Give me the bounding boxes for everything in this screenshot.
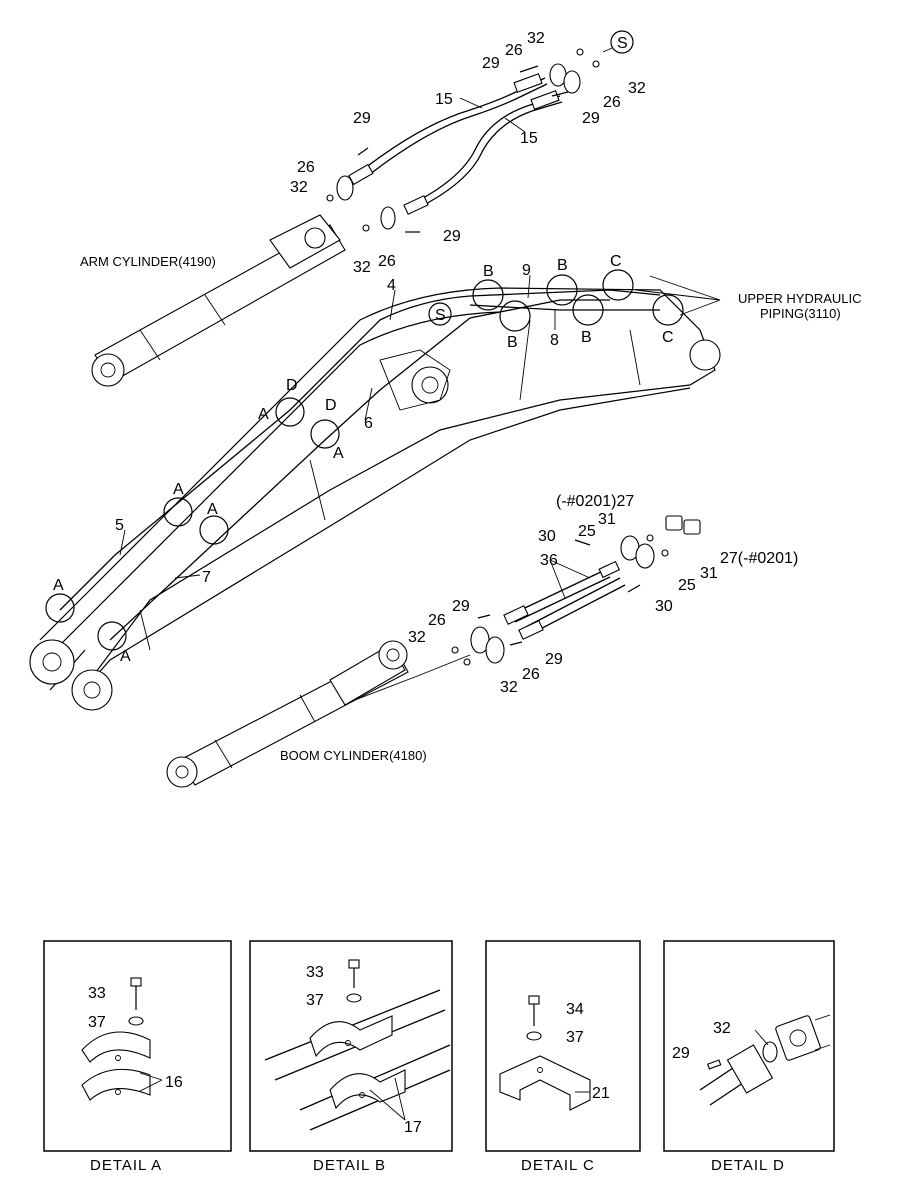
callout-32: 32 — [353, 259, 371, 276]
upper-piping-label-1: UPPER HYDRAULIC — [738, 291, 862, 306]
detail-markers — [45, 30, 684, 651]
boom-pipes — [59, 289, 661, 641]
marker-a: A — [120, 648, 131, 665]
detail-d-callout-32: 32 — [713, 1020, 731, 1037]
boom-cylinder — [166, 640, 471, 788]
callout-29: 29 — [582, 110, 600, 127]
marker-s: S — [617, 35, 628, 52]
callout-26: 26 — [505, 42, 523, 59]
detail-b-callout-33: 33 — [306, 964, 324, 981]
marker-c: C — [662, 329, 674, 346]
detail-b-callout-17: 17 — [404, 1119, 422, 1136]
callout-29: 29 — [353, 110, 371, 127]
boom-cylinder-label: BOOM CYLINDER(4180) — [280, 748, 427, 763]
marker-a: A — [173, 481, 184, 498]
callout-6: 6 — [364, 415, 373, 432]
marker-a: A — [53, 577, 64, 594]
detail-b-drawing: 33 37 17 DETAIL B — [264, 959, 451, 1174]
detail-a-drawing: 33 37 16 DETAIL A — [81, 977, 183, 1174]
detail-c-callout-37: 37 — [566, 1029, 584, 1046]
callout-26: 26 — [603, 94, 621, 111]
detail-d-callout-29: 29 — [672, 1045, 690, 1062]
marker-a: A — [333, 445, 344, 462]
detail-c-drawing: 34 37 21 DETAIL C — [499, 995, 610, 1174]
callout-36: 36 — [540, 552, 558, 569]
boom-structure — [29, 287, 721, 711]
arm-cylinder-label: ARM CYLINDER(4190) — [80, 254, 216, 269]
callout-29: 29 — [545, 651, 563, 668]
arm-cylinder — [91, 214, 346, 387]
marker-a: A — [207, 501, 218, 518]
callout-25: 25 — [678, 577, 696, 594]
callout-15: 15 — [435, 91, 453, 108]
callout-32: 32 — [527, 30, 545, 47]
detail-d-drawing: 32 29 DETAIL D — [672, 1014, 831, 1174]
callout-32: 32 — [628, 80, 646, 97]
leader-lines — [119, 47, 721, 599]
callout-31: 31 — [700, 565, 718, 582]
callout-26: 26 — [428, 612, 446, 629]
callout-27-a: (-#0201)27 — [556, 493, 634, 510]
callout-15: 15 — [520, 130, 538, 147]
callout-32: 32 — [408, 629, 426, 646]
detail-b-frame — [249, 940, 453, 1152]
callout-26: 26 — [297, 159, 315, 176]
callout-27-b: 27(-#0201) — [720, 550, 798, 567]
marker-a: A — [258, 406, 269, 423]
callout-4: 4 — [387, 277, 396, 294]
upper-piping-label-2: PIPING(3110) — [760, 306, 841, 321]
detail-a-callout-37: 37 — [88, 1014, 106, 1031]
marker-b: B — [483, 263, 494, 280]
detail-d-title: DETAIL D — [711, 1157, 785, 1174]
arm-hoses — [348, 73, 563, 215]
callout-29: 29 — [452, 598, 470, 615]
callout-8: 8 — [550, 332, 559, 349]
callout-25: 25 — [578, 523, 596, 540]
marker-s: S — [435, 307, 446, 324]
detail-a-callout-33: 33 — [88, 985, 106, 1002]
callout-26: 26 — [378, 253, 396, 270]
detail-c-callout-34: 34 — [566, 1001, 584, 1018]
callout-5: 5 — [115, 517, 124, 534]
callout-7: 7 — [202, 569, 211, 586]
detail-c-callout-21: 21 — [592, 1085, 610, 1102]
callout-30: 30 — [538, 528, 556, 545]
detail-marker-letters: A A A A A D D A B B B B C C S S — [53, 35, 674, 665]
callout-29: 29 — [443, 228, 461, 245]
callout-26: 26 — [522, 666, 540, 683]
marker-d: D — [325, 397, 337, 414]
callout-32: 32 — [500, 679, 518, 696]
callout-31: 31 — [598, 511, 616, 528]
marker-d: D — [286, 377, 298, 394]
boom-hoses — [451, 515, 701, 666]
marker-b: B — [557, 257, 568, 274]
detail-a-callout-16: 16 — [165, 1074, 183, 1091]
callout-9: 9 — [522, 262, 531, 279]
detail-a-frame — [43, 940, 232, 1152]
main-captions: ARM CYLINDER(4190) BOOM CYLINDER(4180) U… — [80, 254, 862, 763]
detail-b-title: DETAIL B — [313, 1157, 386, 1174]
callout-30: 30 — [655, 598, 673, 615]
detail-c-title: DETAIL C — [521, 1157, 595, 1174]
callout-29: 29 — [482, 55, 500, 72]
marker-c: C — [610, 253, 622, 270]
detail-b-callout-37: 37 — [306, 992, 324, 1009]
detail-a-title: DETAIL A — [90, 1157, 162, 1174]
callout-32: 32 — [290, 179, 308, 196]
marker-b: B — [507, 334, 518, 351]
detail-frames — [43, 940, 835, 1152]
detail-c-frame — [485, 940, 641, 1152]
callout-numbers: 32 26 29 32 26 29 15 15 29 26 32 29 32 2… — [115, 30, 798, 696]
marker-b: B — [581, 329, 592, 346]
top-flanges — [326, 48, 600, 233]
detail-d-frame — [663, 940, 835, 1152]
